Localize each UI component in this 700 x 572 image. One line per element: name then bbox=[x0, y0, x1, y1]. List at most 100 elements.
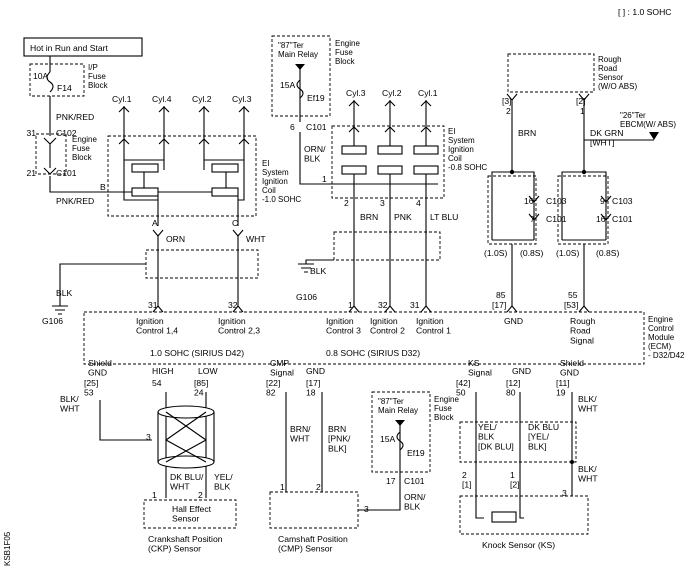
ground-symbol bbox=[298, 263, 314, 273]
ks-sensor-outline bbox=[459, 495, 589, 535]
wire-label-orn-blk: ORN/BLK bbox=[404, 492, 426, 512]
relay-top-fuse: 15A bbox=[280, 80, 296, 90]
pin-31: 31 bbox=[26, 128, 36, 138]
wire-label-dk-blu-wht: DK BLU/WHT bbox=[170, 472, 204, 492]
wire-label-dk-grn: DK GRN[WHT] bbox=[590, 128, 623, 148]
ecm-pin: [85]24 bbox=[194, 378, 208, 398]
ks-pin2: 2[1] bbox=[462, 470, 472, 490]
fuse-symbol bbox=[296, 79, 304, 99]
twisted-pair bbox=[165, 411, 207, 463]
ks-caption: Knock Sensor (KS) bbox=[482, 540, 555, 550]
wire-label-pnk: PNK bbox=[394, 212, 412, 222]
wire-orn-blk bbox=[299, 132, 330, 185]
ecm-pin: [17]18 bbox=[306, 378, 320, 398]
wire-label-orn: ORN bbox=[166, 234, 185, 244]
sohc-right-label: 0.8 SOHC (SIRIUS D32) bbox=[326, 348, 420, 358]
relay-bottom-fuse: 15A bbox=[380, 434, 396, 444]
ks-wire bbox=[519, 496, 524, 519]
pin-a: A bbox=[152, 218, 158, 228]
ecm-pin: 54 bbox=[152, 378, 162, 388]
wire-label-brn: BRN bbox=[360, 212, 378, 222]
ecm-pin: [53] bbox=[564, 300, 578, 310]
ecm-pin: [25]53 bbox=[84, 378, 98, 398]
fuse-symbol bbox=[46, 71, 54, 93]
relay-top-pin: 6 bbox=[290, 122, 295, 132]
twisted-pair-shield bbox=[157, 412, 215, 462]
ecm-pin: [12]80 bbox=[506, 378, 520, 398]
pin-16: 16 bbox=[524, 196, 534, 206]
relay-bottom-conn: C101 bbox=[404, 476, 425, 486]
terminal-marker bbox=[395, 420, 405, 426]
engine-fuse-block-outline bbox=[35, 133, 67, 175]
ip-fuse-rating: 10A bbox=[33, 71, 49, 81]
fuse-symbol bbox=[396, 431, 404, 451]
wire-label-wht: WHT bbox=[246, 234, 266, 244]
relay-bottom-pin: 17 bbox=[386, 476, 396, 486]
cyl-label: Cyl.1 bbox=[112, 94, 132, 104]
wire-size: (1.0S) bbox=[484, 248, 508, 258]
coil-right-internals bbox=[330, 100, 439, 198]
cmp-pin2: 2 bbox=[316, 482, 321, 492]
wire-loop bbox=[491, 171, 535, 240]
rough-road-pin: 2 bbox=[506, 106, 511, 116]
wire-label-yel-blk: YEL/BLK[DK BLU] bbox=[478, 422, 514, 451]
relay-top-fuse-id: Ef19 bbox=[307, 93, 325, 103]
pin-21: 21 bbox=[26, 168, 36, 178]
wire bbox=[49, 176, 114, 193]
ecm-pin: [17] bbox=[492, 300, 506, 310]
wire-label-dk-blu: DK BLU[YEL/BLK] bbox=[528, 422, 559, 451]
ecm-label: HIGH bbox=[152, 366, 173, 376]
ecm-pin: [42]50 bbox=[456, 378, 470, 398]
pin-9: 9 bbox=[600, 196, 605, 206]
c101-label: C101 bbox=[612, 214, 633, 224]
ecm-pin: 32 bbox=[378, 300, 388, 310]
wire-label-blk-wht: BLK/WHT bbox=[578, 464, 598, 484]
power-label: Hot in Run and Start bbox=[30, 43, 108, 53]
shield-outline-right bbox=[333, 231, 441, 261]
ckp-pin2: 2 bbox=[198, 490, 203, 500]
ecm-outline bbox=[83, 311, 645, 365]
cmp-caption: Camshaft Position(CMP) Sensor bbox=[278, 534, 348, 554]
relay-bottom-fuse-id: Ef19 bbox=[407, 448, 425, 458]
cyl-label: Cyl.3 bbox=[232, 94, 252, 104]
cyl-label: Cyl.2 bbox=[382, 88, 402, 98]
pin-1: 1 bbox=[322, 174, 327, 184]
ip-fuse-block-outline bbox=[29, 63, 85, 97]
ground-id: G106 bbox=[42, 316, 63, 326]
cmp-pin3: 3 bbox=[364, 504, 369, 514]
ecm-pin: 31 bbox=[410, 300, 420, 310]
sohc-left-label: 1.0 SOHC (SIRIUS D42) bbox=[150, 348, 244, 358]
pin-c: C bbox=[232, 218, 238, 228]
ks-pin3: 3 bbox=[562, 488, 567, 498]
ks-pin1: 1[2] bbox=[510, 470, 520, 490]
pin-2: 2 bbox=[344, 198, 349, 208]
pin-16: 16 bbox=[596, 214, 606, 224]
terminal-marker bbox=[649, 132, 659, 140]
wire bbox=[59, 263, 146, 306]
coil-left-internals bbox=[114, 106, 250, 226]
ckp-pin1: 1 bbox=[152, 490, 157, 500]
cmp-sensor-outline bbox=[269, 491, 359, 529]
rough-road-pin: [2] bbox=[576, 96, 586, 106]
coil-left-outline bbox=[107, 135, 257, 217]
rough-road-sensor-outline bbox=[507, 53, 595, 93]
wire-size: (0.8S) bbox=[596, 248, 620, 258]
c103-label: C103 bbox=[612, 196, 633, 206]
wire-label-brn-wht: BRN/WHT bbox=[290, 424, 311, 444]
pin-4: 4 bbox=[416, 198, 421, 208]
cmp-pin1: 1 bbox=[280, 482, 285, 492]
power-label-box bbox=[23, 37, 143, 57]
